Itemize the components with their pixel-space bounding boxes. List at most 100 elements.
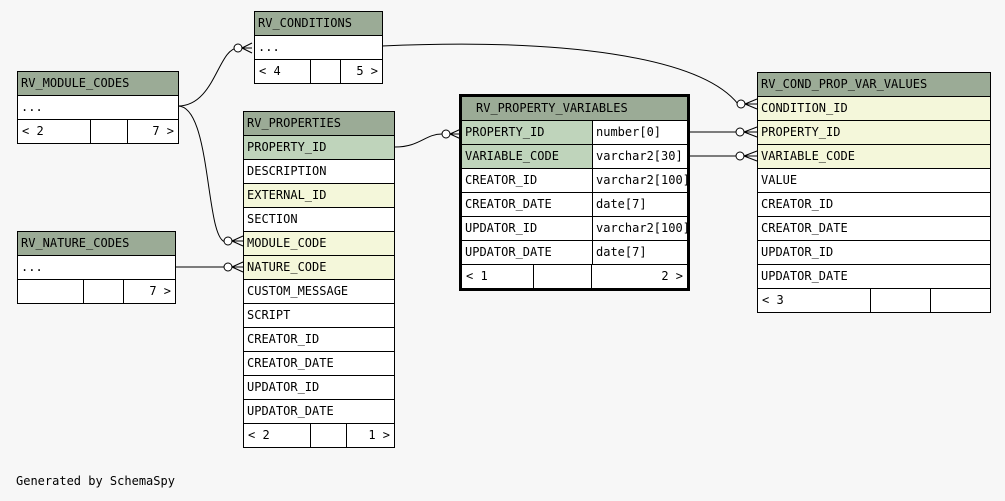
child-count: 5 > [356,64,378,78]
column-row: DESCRIPTION [244,160,394,184]
table-title: RV_MODULE_CODES [18,72,178,96]
table-footer: < 3 [758,289,990,312]
column-row: PROPERTY_ID [758,121,990,145]
child-count: 7 > [149,284,171,298]
generated-by-note: Generated by SchemaSpy [16,474,175,488]
column-name: CREATOR_ID [761,197,834,211]
edge-end-circle [735,151,745,161]
column-row: VARIABLE_CODE [758,145,990,169]
table-title: RV_PROPERTIES [244,112,394,136]
table-title: RV_NATURE_CODES [18,232,175,256]
column-name: PROPERTY_ID [247,140,327,154]
column-row: UPDATOR_ID varchar2[100] [462,217,687,241]
table-rv-module-codes[interactable]: RV_MODULE_CODES ... < 2 7 > [17,71,179,144]
table-rv-property-variables[interactable]: RV_PROPERTY_VARIABLES PROPERTY_ID number… [459,94,690,291]
footer-spacer [931,289,990,312]
footer-spacer [91,120,128,143]
column-row: CREATOR_DATE [758,217,990,241]
column-type: number[0] [592,121,687,144]
edge-crowfoot [743,126,758,138]
column-name: VALUE [761,173,798,187]
column-name: DESCRIPTION [247,164,327,178]
table-footer: < 2 1 > [244,424,394,447]
table-footer: < 1 2 > [462,265,687,288]
column-type: date[7] [592,241,687,264]
parent-count: < 1 [462,265,534,288]
footer-spacer [534,265,592,288]
column-row: NATURE_CODE [244,256,394,280]
column-row: CUSTOM_MESSAGE [244,280,394,304]
column-name: UPDATOR_DATE [247,404,334,418]
edge-crowfoot [241,42,253,54]
table-footer: 7 > [18,280,175,303]
column-name: PROPERTY_ID [462,121,592,144]
parent-count: < 3 [758,289,871,312]
column-name: UPDATOR_ID [761,245,834,259]
table-rv-properties[interactable]: RV_PROPERTIES PROPERTY_ID DESCRIPTION EX… [243,111,395,448]
column-name: UPDATOR_DATE [465,245,552,259]
column-name: VARIABLE_CODE [462,145,592,168]
column-name: CUSTOM_MESSAGE [247,284,349,298]
column-row: CREATOR_DATE [244,352,394,376]
column-row: CREATOR_ID [244,328,394,352]
footer-spacer [84,280,124,303]
table-rv-nature-codes[interactable]: RV_NATURE_CODES ... 7 > [17,231,176,304]
column-row: PROPERTY_ID number[0] [462,121,687,145]
column-type: varchar2[30] [592,145,687,168]
edge-end-circle [223,236,233,246]
table-footer: < 4 5 > [255,60,382,83]
column-name: NATURE_CODE [247,260,327,274]
column-name: CREATOR_DATE [761,221,848,235]
column-row: CONDITION_ID [758,97,990,121]
table-rv-conditions[interactable]: RV_CONDITIONS ... < 4 5 > [254,11,383,84]
column-name: UPDATOR_ID [247,380,320,394]
column-name: PROPERTY_ID [761,125,841,139]
edge-end-circle [736,99,746,109]
column-row: CREATOR_DATE date[7] [462,193,687,217]
edge-crowfoot [231,261,244,273]
column-name: VARIABLE_CODE [761,149,855,163]
parent-count: < 4 [255,60,311,83]
column-row: VALUE [758,169,990,193]
columns-ellipsis: ... [18,96,178,120]
column-row: UPDATOR_DATE date[7] [462,241,687,265]
column-name: MODULE_CODE [247,236,327,250]
parent-count: < 2 [244,424,311,447]
column-name: CREATOR_ID [465,173,538,187]
footer-spacer [311,60,341,83]
column-name: SCRIPT [247,308,291,322]
child-count: 2 > [661,269,683,283]
table-footer: < 2 7 > [18,120,178,143]
edge-module-codes-to-conditions [177,47,239,107]
edge-end-circle [735,127,745,137]
column-type: date[7] [592,193,687,216]
column-row: CREATOR_ID varchar2[100] [462,169,687,193]
column-name: UPDATOR_ID [465,221,538,235]
footer-spacer [311,424,347,447]
column-row: SECTION [244,208,394,232]
column-row: MODULE_CODE [244,232,394,256]
edge-module-codes-to-properties [177,105,227,243]
column-row: UPDATOR_ID [758,241,990,265]
column-row: UPDATOR_ID [244,376,394,400]
column-name: EXTERNAL_ID [247,188,327,202]
column-type: varchar2[100] [592,169,687,192]
edge-crowfoot [744,98,758,110]
column-name: CREATOR_ID [247,332,320,346]
child-count: 1 > [368,428,390,442]
column-row: UPDATOR_DATE [244,400,394,424]
edge-properties-to-property-variables [394,133,443,148]
column-row: UPDATOR_DATE [758,265,990,289]
edge-crowfoot [743,150,758,162]
parent-count [18,280,84,303]
column-name: CREATOR_DATE [465,197,552,211]
edge-end-circle [441,129,451,139]
column-name: SECTION [247,212,298,226]
child-count: 7 > [152,124,174,138]
table-rv-cond-prop-var-values[interactable]: RV_COND_PROP_VAR_VALUES CONDITION_ID PRO… [757,72,991,313]
columns-ellipsis: ... [18,256,175,280]
column-name: CREATOR_DATE [247,356,334,370]
table-title: RV_COND_PROP_VAR_VALUES [758,73,990,97]
